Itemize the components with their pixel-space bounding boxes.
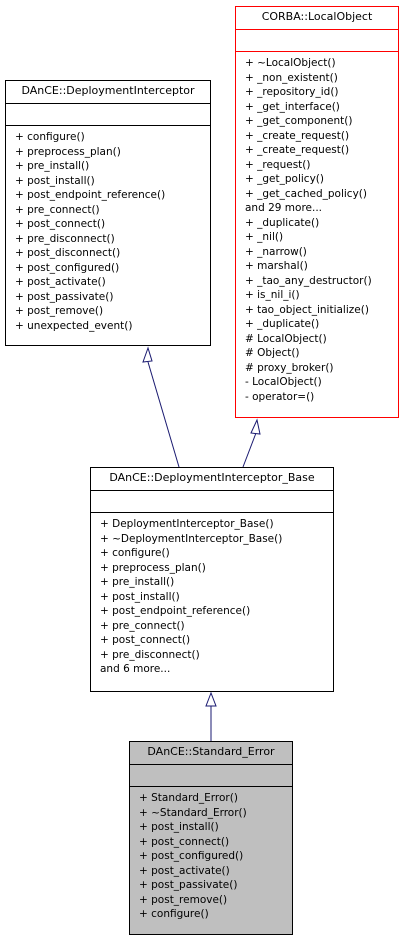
member-deployment-interceptor: + post_configured() — [15, 261, 120, 274]
class-box-standard-error[interactable]: DAnCE::Standard_Error + Standard_Error()… — [129, 741, 293, 935]
member-local-object: # LocalObject() — [245, 332, 327, 345]
member-deployment-interceptor: + post_endpoint_reference() — [15, 189, 166, 201]
member-local-object: + _repository_id() — [245, 86, 339, 98]
member-standard-error: + post_configured() — [139, 850, 244, 862]
member-deployment-interceptor: + post_disconnect() — [15, 247, 121, 259]
attributes-compartment-interceptor-base — [91, 491, 333, 513]
class-name-interceptor-base: DAnCE::DeploymentInterceptor_Base — [91, 468, 333, 491]
member-interceptor-base: + post_install() — [100, 590, 180, 603]
methods-compartment-standard-error: + Standard_Error() + ~Standard_Error() + p… — [130, 787, 292, 924]
member-local-object: + _narrow() — [245, 245, 307, 258]
member-interceptor-base: + post_connect() — [100, 634, 191, 646]
member-interceptor-base: + pre_connect() — [100, 619, 185, 632]
class-box-deployment-interceptor[interactable]: DAnCE::DeploymentInterceptor + configure… — [5, 80, 211, 346]
member-local-object: + is_nil_i() — [245, 289, 300, 301]
member-local-object: + _get_cached_policy() — [245, 187, 367, 200]
methods-compartment-local-object: + ~LocalObject() + _non_existent() + _repo… — [236, 52, 398, 406]
member-standard-error: + Standard_Error() — [139, 792, 238, 804]
member-local-object: + tao_object_initialize() — [245, 303, 369, 316]
member-local-object: + _get_policy() — [245, 173, 324, 185]
member-interceptor-base: and 6 more... — [100, 663, 171, 675]
member-local-object: and 29 more... — [245, 202, 323, 214]
attributes-compartment-standard-error — [130, 765, 292, 787]
member-deployment-interceptor: + preprocess_plan() — [15, 145, 121, 158]
class-box-interceptor-base[interactable]: DAnCE::DeploymentInterceptor_Base + Depl… — [90, 467, 334, 692]
class-name-deployment-interceptor: DAnCE::DeploymentInterceptor — [6, 81, 210, 104]
member-local-object: + _duplicate() — [245, 318, 320, 330]
attributes-compartment-local-object — [236, 30, 398, 52]
member-standard-error: + post_activate() — [139, 864, 230, 877]
member-deployment-interceptor: + pre_disconnect() — [15, 232, 115, 245]
member-deployment-interceptor: + post_passivate() — [15, 290, 114, 303]
member-local-object: + _create_request() — [245, 129, 350, 142]
member-standard-error: + post_passivate() — [139, 879, 238, 891]
member-local-object: + _tao_any_destructor() — [245, 274, 372, 287]
inheritance-arrowhead-deployment-interceptor — [142, 346, 153, 363]
member-deployment-interceptor: + post_connect() — [15, 218, 106, 230]
inheritance-arrowhead-local-object — [250, 418, 261, 435]
member-standard-error: + post_remove() — [139, 893, 228, 906]
member-interceptor-base: + configure() — [100, 547, 170, 559]
member-local-object: + _get_component() — [245, 115, 353, 127]
member-deployment-interceptor: + post_install() — [15, 174, 95, 187]
member-interceptor-base: + DeploymentInterceptor_Base() — [100, 518, 274, 530]
member-deployment-interceptor: + pre_connect() — [15, 203, 100, 216]
member-local-object: + ~LocalObject() — [245, 57, 336, 69]
member-local-object: - LocalObject() — [245, 376, 322, 388]
edge-base-to-local-object — [242, 432, 257, 468]
member-standard-error: + configure() — [139, 908, 209, 920]
methods-compartment-deployment-interceptor: + configure() + preprocess_plan() + pre_in… — [6, 126, 210, 335]
class-box-local-object[interactable]: CORBA::LocalObject + ~LocalObject()+ _no… — [235, 6, 399, 418]
member-standard-error: + post_connect() — [139, 835, 230, 848]
inheritance-arrowhead-base — [205, 691, 217, 707]
member-interceptor-base: + post_endpoint_reference() — [100, 605, 251, 617]
member-standard-error: + ~Standard_Error() — [139, 806, 247, 819]
member-deployment-interceptor: + unexpected_event() — [15, 319, 133, 332]
member-local-object: - operator=() — [245, 390, 315, 403]
member-local-object: # Object() — [245, 347, 300, 359]
member-deployment-interceptor: + configure() — [15, 131, 85, 143]
member-interceptor-base: + preprocess_plan() — [100, 561, 206, 574]
methods-compartment-interceptor-base: + DeploymentInterceptor_Base() + ~Deploym… — [91, 513, 333, 679]
member-standard-error: + post_install() — [139, 821, 219, 833]
member-deployment-interceptor: + pre_install() — [15, 160, 90, 172]
member-local-object: + _create_request() — [245, 144, 350, 156]
member-local-object: # proxy_broker() — [245, 361, 334, 374]
member-interceptor-base: + ~DeploymentInterceptor_Base() — [100, 532, 283, 545]
class-name-local-object: CORBA::LocalObject — [236, 7, 398, 30]
member-local-object: + _nil() — [245, 231, 284, 243]
edge-base-to-deployment-interceptor — [147, 361, 180, 468]
member-local-object: + _duplicate() — [245, 216, 320, 229]
member-local-object: + marshal() — [245, 260, 308, 272]
member-local-object: + _get_interface() — [245, 100, 340, 113]
attributes-compartment-deployment-interceptor — [6, 104, 210, 126]
class-name-standard-error: DAnCE::Standard_Error — [130, 742, 292, 765]
member-interceptor-base: + pre_install() — [100, 576, 175, 588]
member-deployment-interceptor: + post_remove() — [15, 305, 104, 317]
member-local-object: + _non_existent() — [245, 71, 338, 84]
member-interceptor-base: + pre_disconnect() — [100, 648, 200, 661]
member-deployment-interceptor: + post_activate() — [15, 276, 106, 288]
member-local-object: + _request() — [245, 158, 311, 171]
